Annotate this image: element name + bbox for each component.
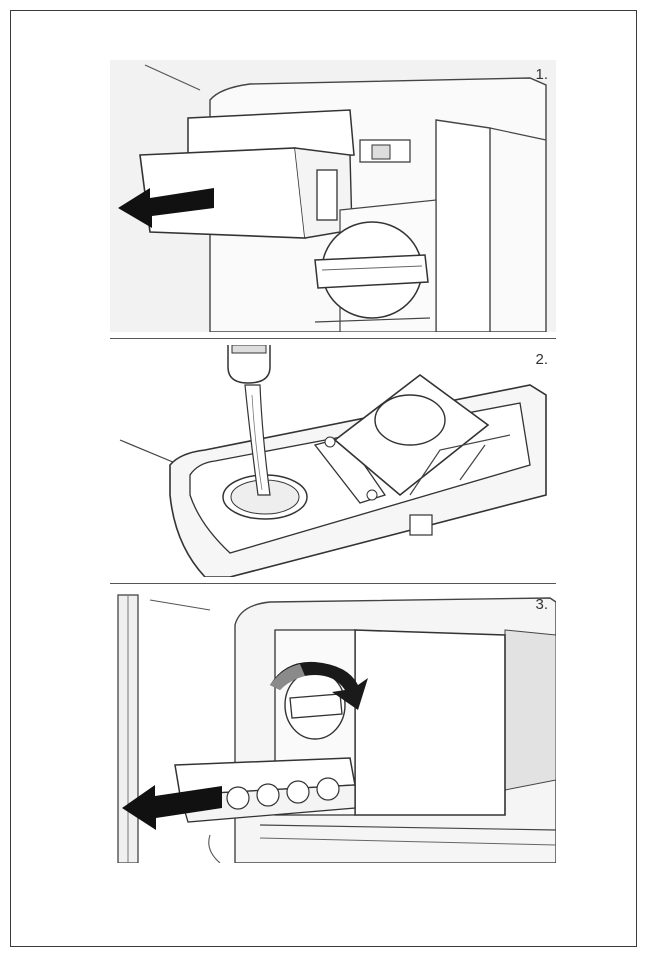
illustration-step-2: 2. — [110, 345, 556, 577]
step-number-1: 1. — [535, 66, 548, 83]
illustration-step-3: 3. — [110, 590, 556, 863]
divider-1 — [110, 338, 556, 339]
fill-water-drawing — [110, 345, 556, 577]
reinsert-and-turn-knob-drawing — [110, 590, 556, 863]
step-number-2: 2. — [535, 351, 548, 368]
illustration-step-1: 1. — [110, 60, 556, 332]
divider-2 — [110, 583, 556, 584]
step-number-3: 3. — [535, 596, 548, 613]
ice-container-removal-drawing — [110, 60, 556, 332]
